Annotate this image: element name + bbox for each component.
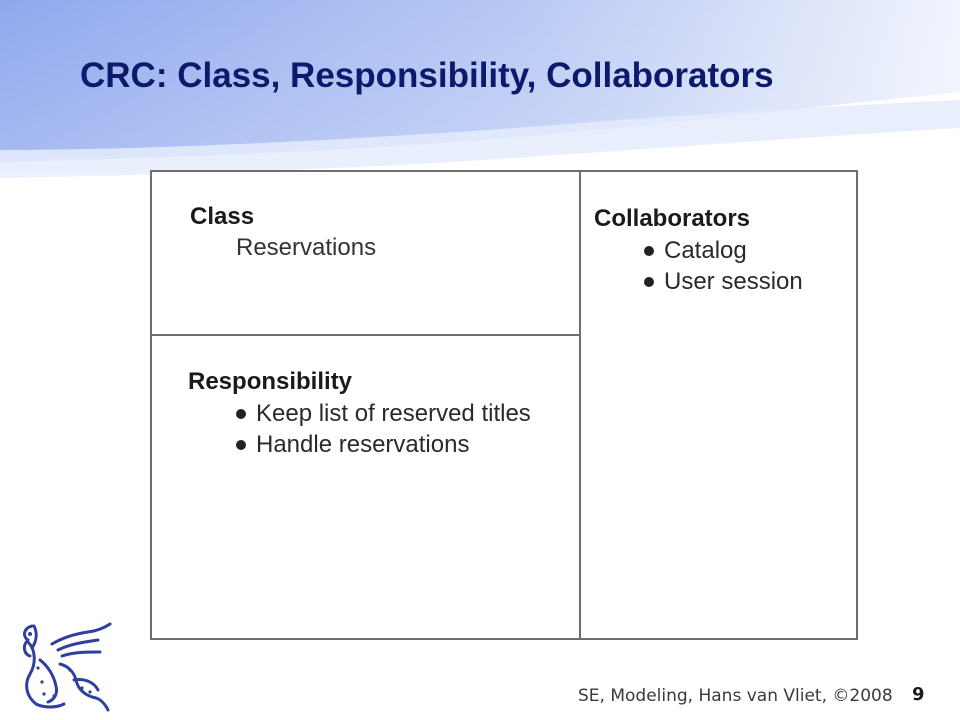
footer-credit: SE, Modeling, Hans van Vliet, ©2008 (578, 686, 893, 706)
slide-title: CRC: Class, Responsibility, Collaborator… (80, 56, 774, 95)
bullet-icon (236, 440, 246, 450)
page-number: 9 (912, 684, 925, 705)
griffin-logo-icon (22, 622, 112, 712)
bullet-icon (236, 409, 246, 419)
crc-card: Class Reservations Collaborators Catalog… (150, 170, 858, 640)
bullet-icon (644, 246, 654, 256)
collaborators-section: Collaborators Catalog User session (594, 204, 803, 297)
responsibility-list: Keep list of reserved titles Handle rese… (236, 398, 531, 460)
bullet-icon (644, 277, 654, 287)
collaborator-item: User session (644, 266, 803, 297)
card-horizontal-divider (152, 334, 580, 336)
collaborators-heading: Collaborators (594, 205, 751, 232)
class-heading: Class (190, 203, 255, 230)
collaborators-list: Catalog User session (644, 235, 803, 297)
responsibility-heading: Responsibility (188, 368, 353, 395)
class-section: Class Reservations (190, 202, 376, 264)
card-vertical-divider (579, 172, 581, 638)
header-banner (0, 0, 960, 190)
class-name: Reservations (236, 234, 377, 261)
responsibility-item: Handle reservations (236, 429, 531, 460)
responsibility-section: Responsibility Keep list of reserved tit… (188, 367, 531, 460)
collaborator-item: Catalog (644, 235, 803, 266)
responsibility-item: Keep list of reserved titles (236, 398, 531, 429)
